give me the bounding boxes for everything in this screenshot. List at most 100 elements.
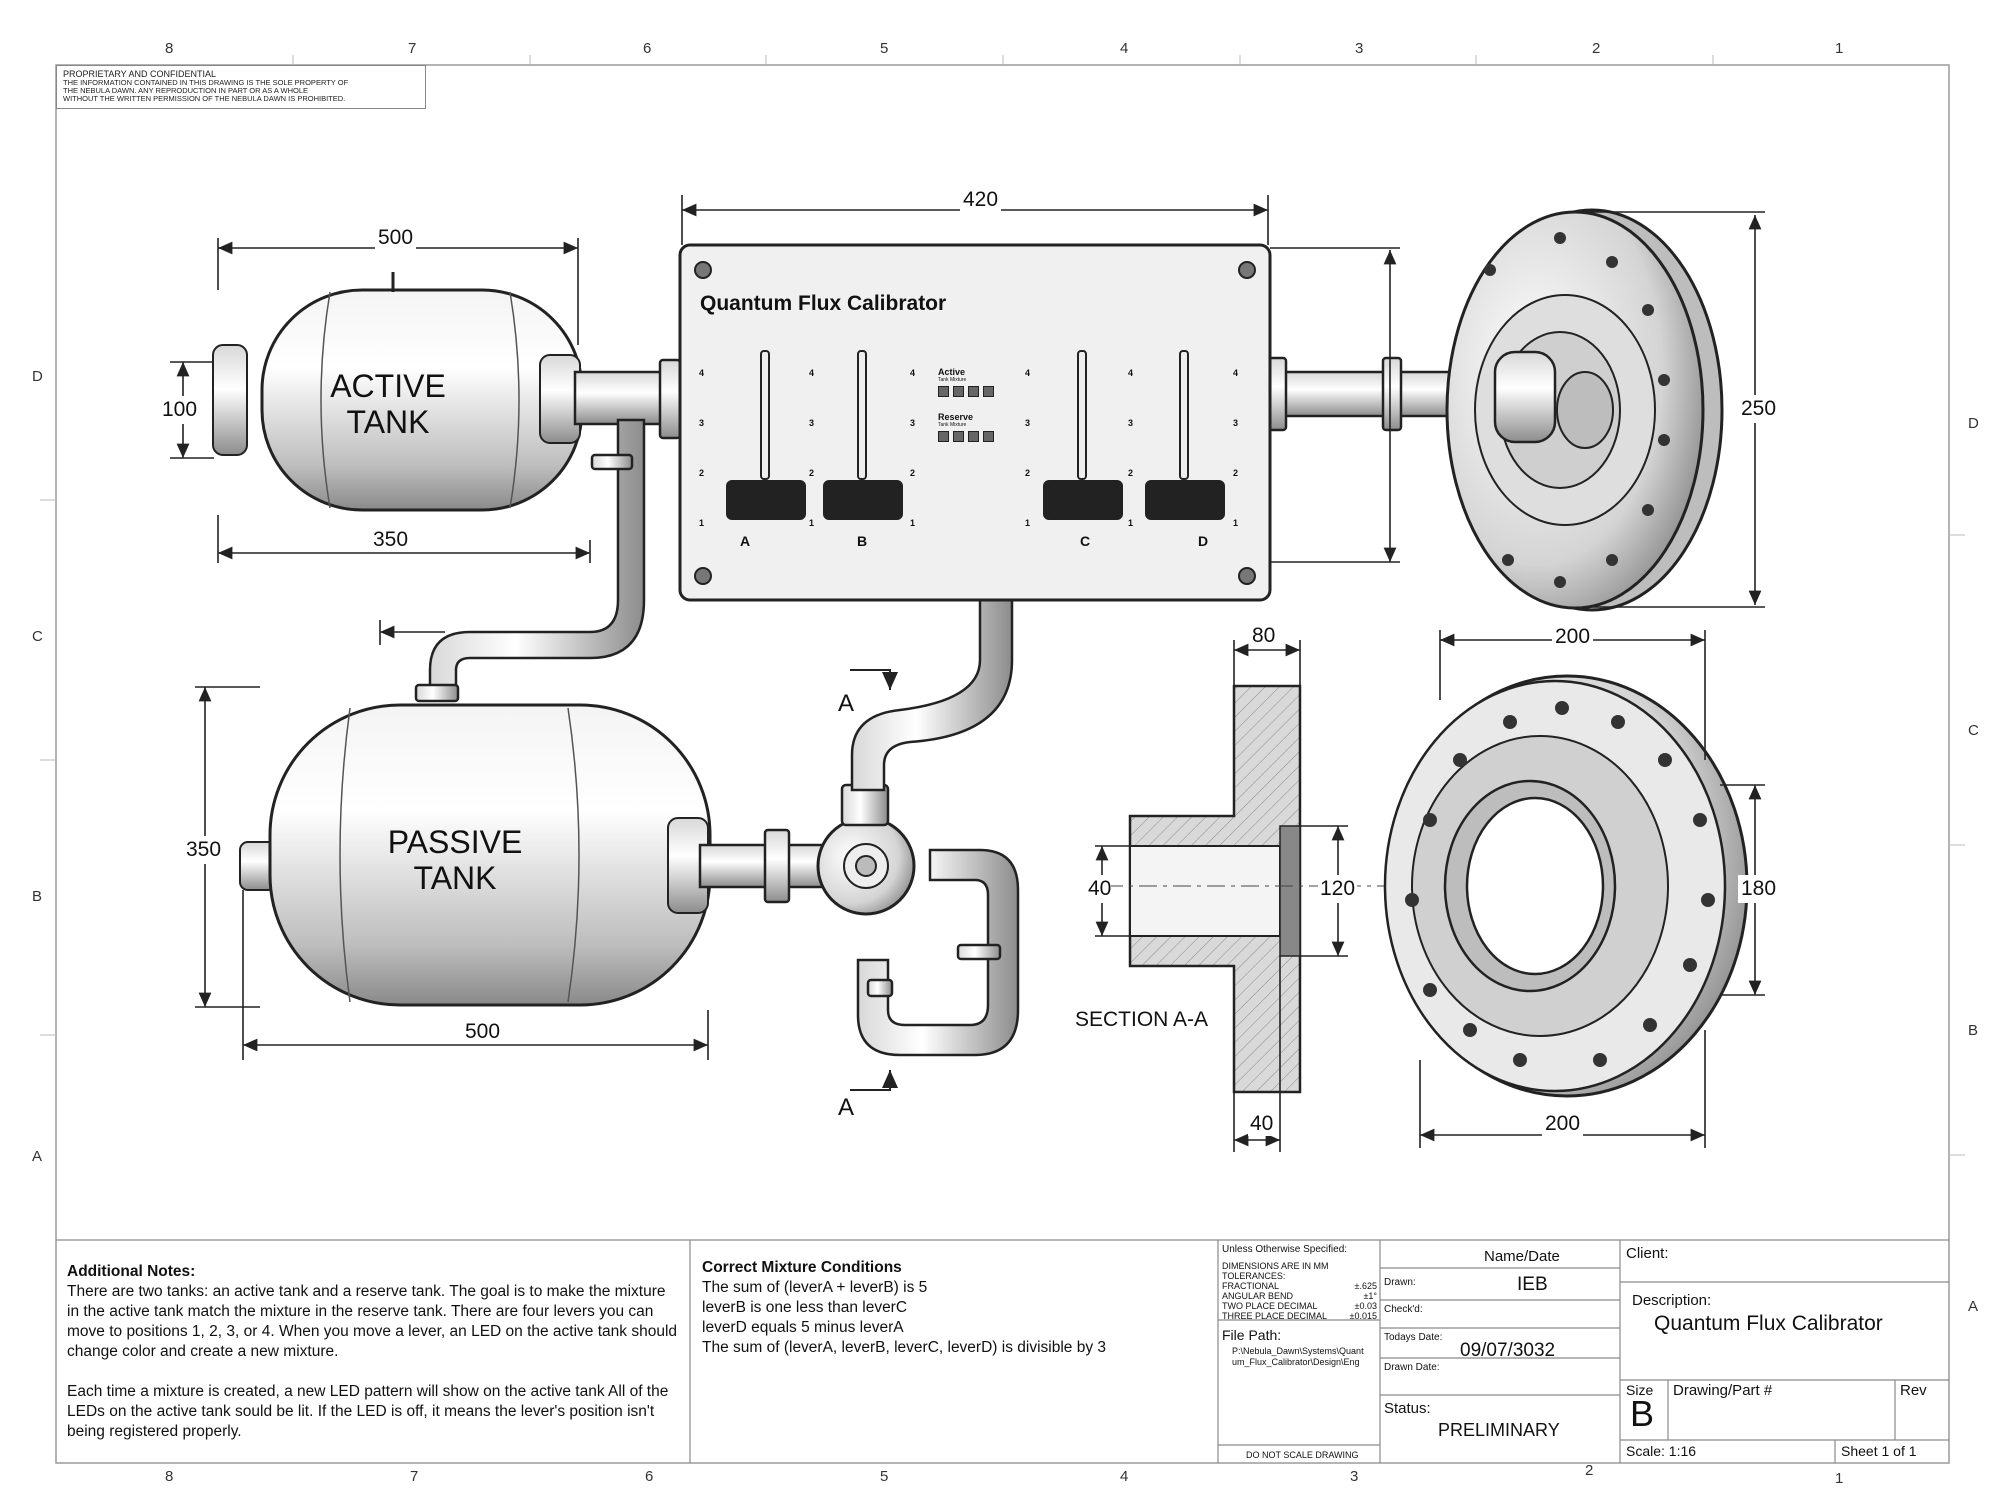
- passive-tank-label: PASSIVE TANK: [370, 824, 540, 896]
- file-path-line-1: P:\Nebula_Dawn\Systems\Quant: [1232, 1346, 1364, 1356]
- lever-b[interactable]: [823, 350, 903, 520]
- conditions-heading: Correct Mixture Conditions: [702, 1259, 902, 1276]
- reserve-led-group: Reserve Tank Mixture: [938, 412, 994, 442]
- condition-3: leverD equals 5 minus leverA: [702, 1319, 904, 1336]
- zone-ticks: [40, 55, 1965, 1156]
- lever-slot: [1077, 350, 1087, 480]
- zone-bottom-6: 6: [645, 1468, 654, 1485]
- confidential-line-4: WITHOUT THE WRITTEN PERMISSION OF THE NE…: [63, 94, 346, 103]
- lever-slot: [760, 350, 770, 480]
- part-number-label: Drawing/Part #: [1673, 1382, 1773, 1399]
- dim-section-left: 40: [1088, 875, 1112, 903]
- dim-section-bottom: 40: [1248, 1112, 1276, 1136]
- tol-three-place: THREE PLACE DECIMAL ±0.015: [1222, 1311, 1377, 1321]
- passive-tank-label-line-2: TANK: [413, 860, 497, 896]
- lever-handle[interactable]: [1145, 480, 1225, 520]
- zone-bottom-3: 3: [1350, 1468, 1359, 1485]
- zone-right-c: C: [1968, 722, 1979, 739]
- scale-2: 2: [809, 468, 815, 478]
- description-value: Quantum Flux Calibrator: [1654, 1312, 1883, 1335]
- lever-a[interactable]: [726, 350, 806, 520]
- scale-1: 1: [699, 518, 705, 528]
- dim-section-mid: 120: [1318, 875, 1358, 903]
- dim-ring-bottom: 200: [1542, 1112, 1584, 1136]
- passive-tank-label-line-1: PASSIVE: [387, 824, 523, 860]
- scale-3: 3: [809, 418, 815, 428]
- zone-bottom-4: 4: [1120, 1468, 1129, 1485]
- zone-left-d: D: [32, 368, 43, 385]
- valve: [816, 783, 916, 916]
- status-label: Status:: [1384, 1400, 1431, 1417]
- scale-4: 4: [1128, 368, 1134, 378]
- scale-4: 4: [910, 368, 916, 378]
- scale-2: 2: [1128, 468, 1134, 478]
- scale-text: Scale: 1:16: [1626, 1443, 1697, 1459]
- reserve-led-row: [938, 431, 994, 442]
- pipe-active-passive: [414, 418, 646, 703]
- led-indicator: [983, 431, 994, 442]
- tol-three-place-label: THREE PLACE DECIMAL: [1222, 1311, 1328, 1321]
- scale-4: 4: [699, 368, 705, 378]
- client-label: Client:: [1626, 1245, 1669, 1262]
- name-date-header: Name/Date: [1484, 1248, 1560, 1265]
- dim-active-height: 100: [162, 396, 198, 424]
- tolerances-label: TOLERANCES:: [1222, 1271, 1286, 1281]
- section-view: [1105, 684, 1460, 1094]
- led-indicator: [938, 386, 949, 397]
- scale-1: 1: [1128, 518, 1134, 528]
- lever-c[interactable]: [1043, 350, 1123, 520]
- dim-ring-top: 200: [1552, 625, 1594, 649]
- confidential-line-3: THE NEBULA DAWN. ANY REPRODUCTION IN PAR…: [63, 86, 309, 95]
- unless-specified: Unless Otherwise Specified:: [1222, 1244, 1348, 1255]
- active-tank-label-line-1: ACTIVE: [330, 368, 446, 404]
- zone-top-4: 4: [1120, 40, 1129, 57]
- tol-three-place-value: ±0.015: [1349, 1311, 1377, 1321]
- dim-ring-right: 180: [1738, 875, 1780, 903]
- scale-1: 1: [910, 518, 916, 528]
- lever-d-label: D: [1198, 533, 1209, 549]
- section-markers: [850, 669, 898, 1091]
- dim-passive-height: 350: [186, 836, 222, 864]
- lever-handle[interactable]: [823, 480, 903, 520]
- scale-3: 3: [910, 418, 916, 428]
- tol-two-place: TWO PLACE DECIMAL±0.03: [1222, 1301, 1377, 1311]
- lever-b-label: B: [857, 533, 868, 549]
- condition-1: The sum of (leverA + leverB) is 5: [702, 1279, 928, 1296]
- active-led-row: [938, 386, 994, 397]
- zone-top-1: 1: [1835, 40, 1844, 57]
- dim-active-lower: 350: [370, 528, 412, 552]
- zone-left-b: B: [32, 888, 43, 905]
- ring-front-view: [1383, 674, 1749, 1098]
- rev-label: Rev: [1900, 1382, 1927, 1399]
- led-indicator: [938, 431, 949, 442]
- active-led-sublabel: Tank Mixture: [938, 377, 967, 383]
- tolerance-block: Unless Otherwise Specified: DIMENSIONS A…: [1222, 1244, 1377, 1321]
- led-indicator: [983, 386, 994, 397]
- lever-d[interactable]: [1145, 350, 1225, 520]
- lever-c-label: C: [1080, 533, 1091, 549]
- do-not-scale: DO NOT SCALE DRAWING: [1246, 1450, 1359, 1460]
- size-label: Size: [1626, 1382, 1654, 1398]
- active-led-label: Active: [938, 367, 966, 377]
- lever-slot: [1179, 350, 1189, 480]
- zone-left-c: C: [32, 628, 43, 645]
- lever-handle[interactable]: [1043, 480, 1123, 520]
- lever-a-label: A: [740, 533, 751, 549]
- drawn-value: IEB: [1517, 1274, 1548, 1295]
- confidential-line-1: PROPRIETARY AND CONFIDENTIAL: [63, 69, 217, 79]
- section-marker-top: A: [838, 690, 855, 717]
- lever-handle[interactable]: [726, 480, 806, 520]
- dims-mm: DIMENSIONS ARE IN MM: [1222, 1261, 1329, 1271]
- description-label: Description:: [1632, 1292, 1712, 1309]
- confidential-notice: PROPRIETARY AND CONFIDENTIAL THE INFORMA…: [56, 65, 426, 109]
- today-value: 09/07/3032: [1460, 1340, 1556, 1361]
- pipe-valve-panel: [850, 598, 1014, 792]
- scale-3: 3: [1025, 418, 1031, 428]
- dim-panel-width: 420: [960, 188, 1002, 212]
- led-indicator: [968, 386, 979, 397]
